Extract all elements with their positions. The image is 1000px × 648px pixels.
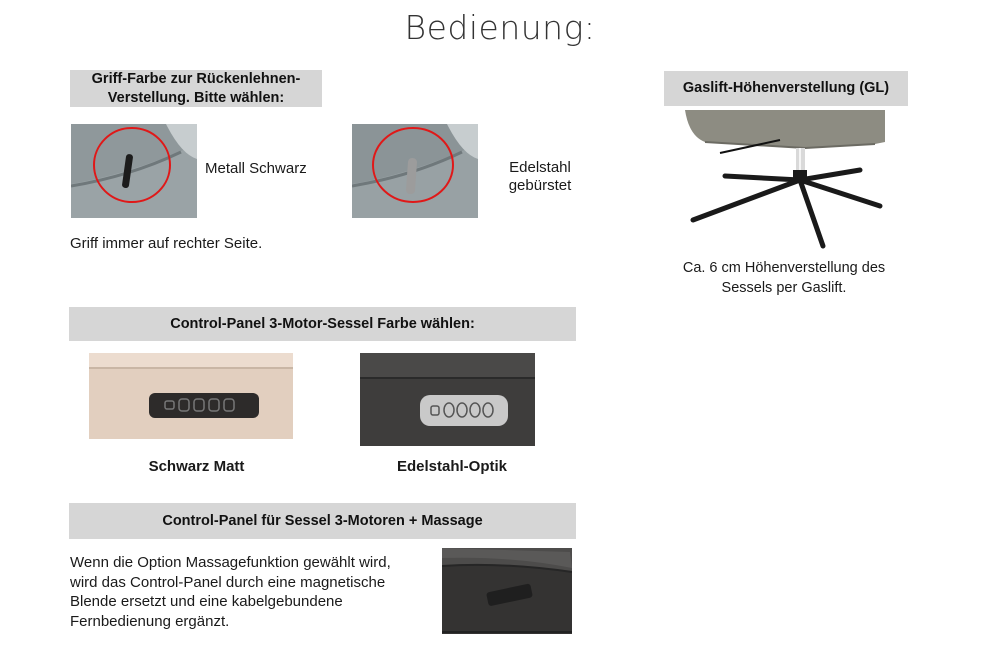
massage-heading: Control-Panel für Sessel 3-Motoren + Mas… — [69, 503, 576, 539]
griff-option1-label: Metall Schwarz — [205, 160, 307, 177]
control-panel-schwarz-image[interactable] — [89, 353, 293, 439]
control-panel-heading: Control-Panel 3-Motor-Sessel Farbe wähle… — [69, 307, 576, 341]
gaslift-caption: Ca. 6 cm Höhenverstellung des Sessels pe… — [682, 260, 886, 296]
massage-text: Wenn die Option Massagefunktion gewählt … — [70, 554, 391, 630]
control-panel-option2-label: Edelstahl-Optik — [396, 458, 508, 475]
griff-heading: Griff-Farbe zur Rückenlehnen- Verstellun… — [70, 70, 322, 107]
griff-note: Griff immer auf rechter Seite. — [70, 235, 263, 252]
griff-edelstahl-image[interactable] — [352, 124, 478, 218]
control-panel-option1-label: Schwarz Matt — [148, 458, 245, 475]
massage-blende-image[interactable] — [442, 548, 572, 634]
page-title: Bedienung: — [404, 8, 596, 47]
gaslift-image[interactable] — [685, 108, 885, 250]
gaslift-heading: Gaslift-Höhenverstellung (GL) — [664, 71, 908, 106]
griff-metall-schwarz-image[interactable] — [71, 124, 197, 218]
control-panel-edelstahl-image[interactable] — [360, 353, 535, 446]
griff-option2-label: Edelstahl gebürstet — [508, 159, 572, 194]
